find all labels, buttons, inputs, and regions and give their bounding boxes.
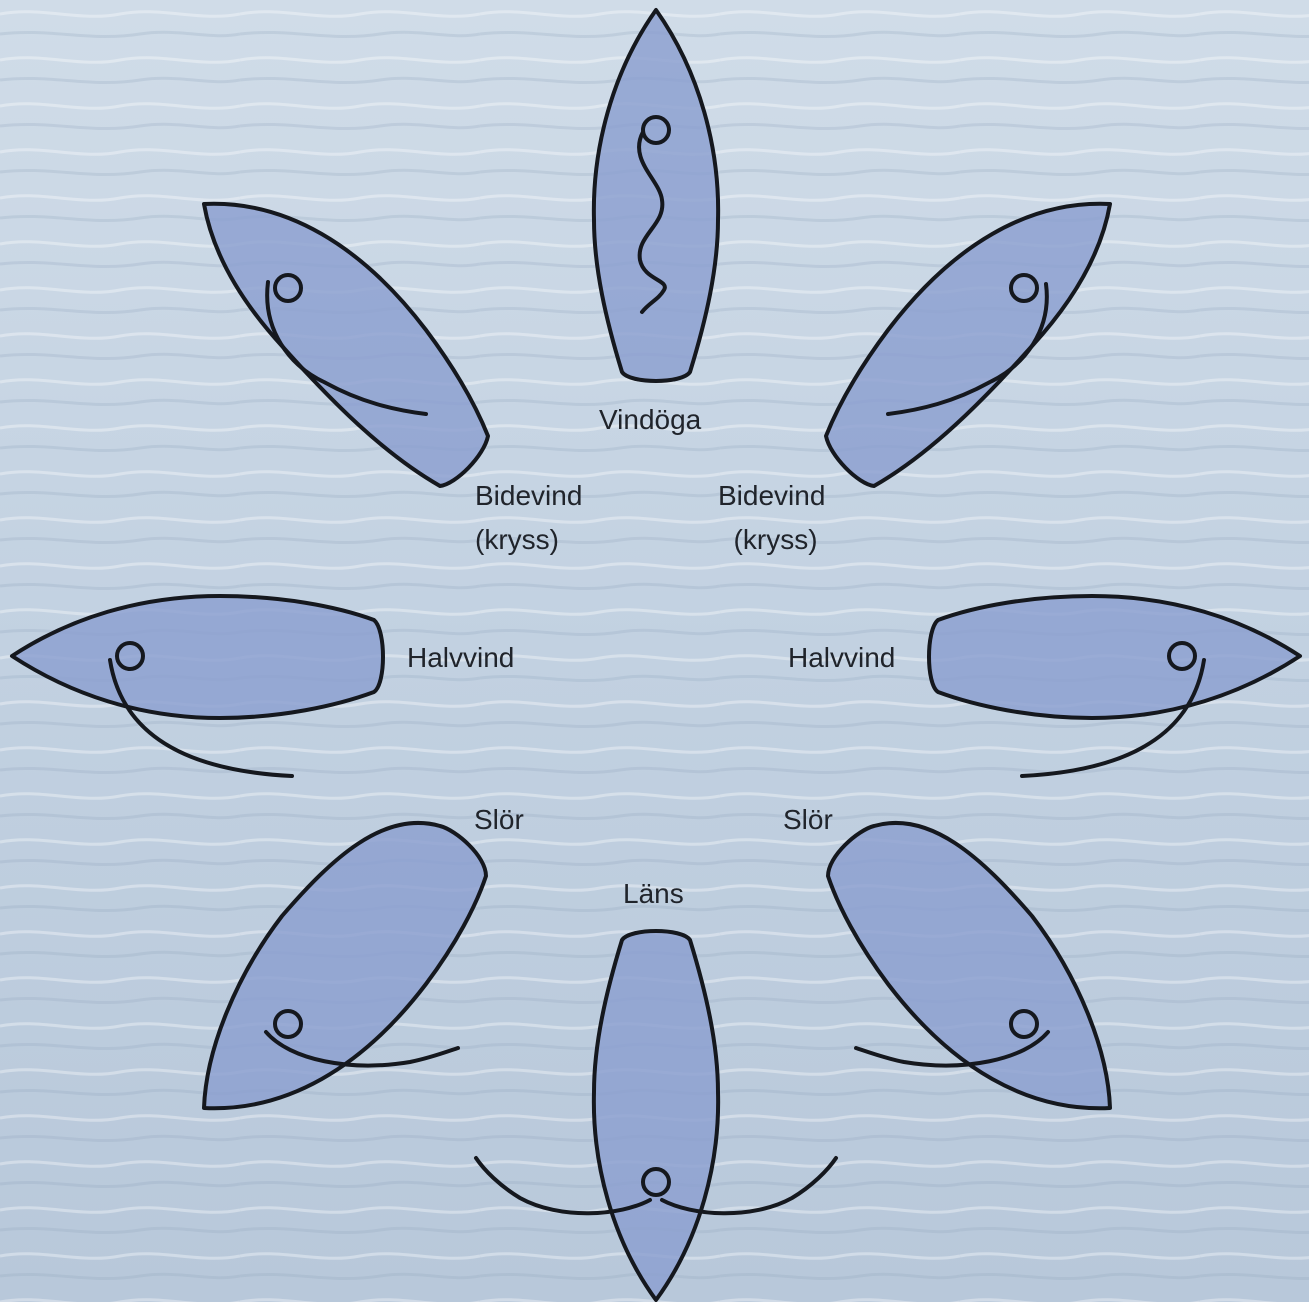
label-slor-right: Slör	[783, 798, 833, 842]
label-halvvind-left: Halvvind	[407, 636, 514, 680]
label-bidevind-left: Bidevind (kryss)	[475, 474, 582, 562]
label-vindoga: Vindöga	[599, 398, 701, 442]
label-lans: Läns	[623, 872, 684, 916]
label-bidevind-right: Bidevind (kryss)	[718, 474, 825, 562]
label-halvvind-right: Halvvind	[788, 636, 895, 680]
label-slor-left: Slör	[474, 798, 524, 842]
